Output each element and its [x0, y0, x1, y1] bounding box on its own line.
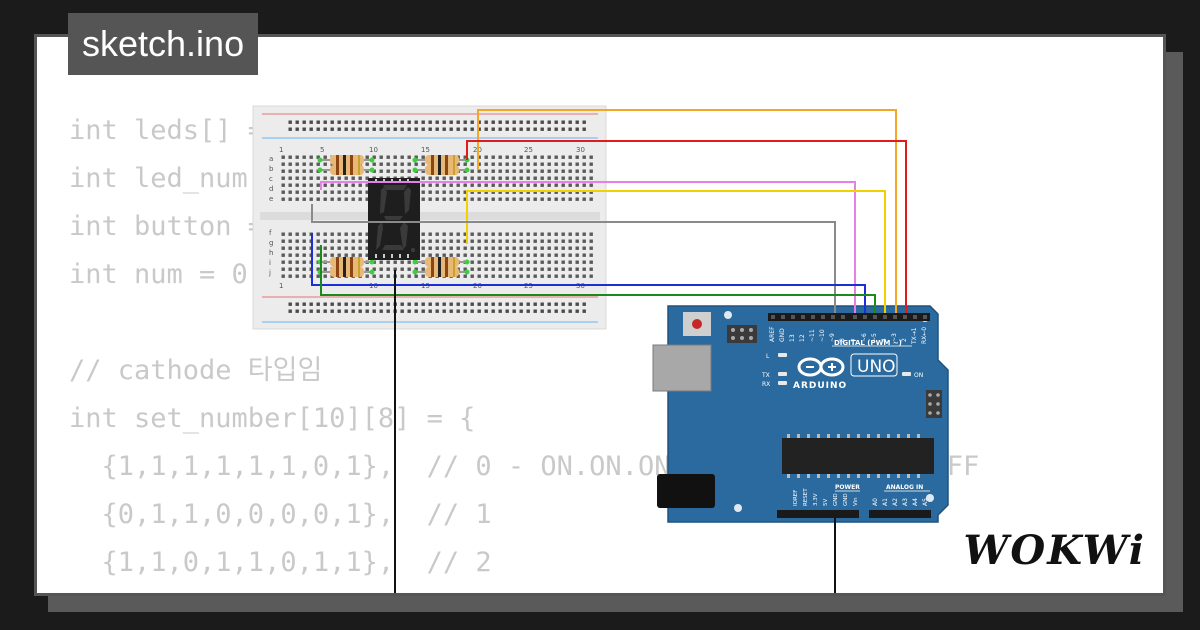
- column-label: 1: [279, 282, 283, 290]
- pin-label: 13: [789, 334, 796, 342]
- analog-pin-labels: A0 A1 A2 A3 A4 A5: [872, 498, 929, 506]
- breadboard: 1 5 10 15 20 25 30 1 10 15 20 25 30 a b …: [252, 105, 607, 330]
- code-line: int set_number[10][8] = {: [69, 403, 476, 434]
- pin-label: GND: [779, 328, 786, 342]
- digital-pin-labels: AREF GND 13 12 ~11 ~10 ~9 8 7 ~6 ~5 4 ~3…: [769, 326, 928, 345]
- column-label: 30: [576, 146, 585, 154]
- power-jack: [657, 474, 715, 508]
- resistor: [415, 155, 467, 165]
- wire-pink: [320, 181, 856, 313]
- resistors: [317, 155, 470, 277]
- power-pin-labels: IOREF RESET 3.3V 5V GND GND Vin: [793, 488, 859, 506]
- resistor: [415, 257, 467, 267]
- usb-port: [652, 344, 712, 392]
- pin-label: Vin: [853, 497, 859, 506]
- row-label: j: [268, 269, 271, 277]
- file-name-tab: sketch.ino: [68, 13, 259, 75]
- pin-label: 4: [881, 338, 888, 342]
- row-label: d: [269, 185, 273, 193]
- row-label: h: [269, 249, 273, 257]
- column-label: 10: [369, 146, 378, 154]
- row-label: i: [269, 259, 271, 267]
- pin-label: GND: [843, 493, 849, 506]
- row-label: e: [269, 195, 273, 203]
- resistor: [320, 165, 372, 175]
- power-label: POWER: [835, 484, 860, 491]
- pin-label: 12: [799, 334, 806, 342]
- pin-label: 8: [839, 338, 846, 342]
- wire-blue: [311, 233, 866, 313]
- led-l-label: L: [766, 353, 770, 360]
- wire-gray: [311, 204, 836, 313]
- analog-header: [869, 510, 931, 518]
- row-label: b: [269, 165, 274, 173]
- resistor: [320, 155, 372, 165]
- pin-label: A5: [922, 498, 929, 506]
- model-label: UNO: [857, 357, 896, 377]
- seven-segment-display: [368, 178, 420, 260]
- pin-label: A4: [912, 498, 919, 506]
- breadboard-row-labels: a b c d e f g h i j: [268, 155, 274, 277]
- power-header: [777, 510, 859, 518]
- row-label: g: [269, 239, 273, 247]
- pin-label: TX→1: [911, 327, 918, 345]
- pin-label: ~5: [871, 333, 878, 342]
- pin-label: A3: [902, 498, 909, 506]
- column-label: 5: [320, 146, 324, 154]
- arduino-uno-board: AREF GND 13 12 ~11 ~10 ~9 8 7 ~6 ~5 4 ~3…: [652, 305, 949, 523]
- microcontroller-chip: [782, 438, 934, 474]
- pin-label: 2: [901, 338, 908, 342]
- pin-label: ~11: [809, 329, 816, 342]
- analog-label: ANALOG IN: [886, 484, 923, 491]
- row-label: a: [269, 155, 273, 163]
- on-label: ON: [914, 372, 923, 379]
- column-label: 15: [421, 146, 430, 154]
- pin-label: ~6: [861, 333, 868, 342]
- pin-label: RX←0: [921, 327, 928, 344]
- pin-label: AREF: [769, 326, 776, 342]
- pin-label: A2: [892, 498, 899, 506]
- pin-label: RESET: [803, 488, 809, 506]
- wokwi-logo: WOKWi: [963, 527, 1146, 574]
- code-line: {0,1,1,0,0,0,0,1}, // 1: [69, 499, 492, 530]
- pin-label: ~9: [829, 333, 836, 342]
- wires: [311, 109, 907, 593]
- wire-green: [320, 245, 876, 313]
- resistor: [320, 257, 372, 267]
- resistor: [415, 165, 467, 175]
- pin-label: 3.3V: [813, 493, 819, 506]
- pin-label: ~10: [819, 329, 826, 342]
- column-label: 25: [524, 146, 533, 154]
- wire-red: [466, 140, 907, 313]
- led-tx-label: TX: [761, 372, 770, 379]
- digital-label: DIGITAL (PWM ~): [834, 339, 902, 347]
- pin-label: ~3: [891, 333, 898, 342]
- pin-label: IOREF: [793, 490, 799, 506]
- led-rx-label: RX: [762, 381, 770, 388]
- arduino-logo-icon: [797, 357, 845, 377]
- wire-yellow: [466, 190, 886, 313]
- pin-label: GND: [833, 493, 839, 506]
- resistor: [320, 267, 372, 277]
- code-line: // cathode 타입임: [69, 355, 323, 386]
- pin-label: A1: [882, 498, 889, 506]
- resistor: [415, 267, 467, 277]
- code-line: {1,1,0,1,1,0,1,1}, // 2: [69, 547, 492, 578]
- row-label: c: [269, 175, 273, 183]
- column-label: 1: [279, 146, 283, 154]
- brand-label: ARDUINO: [793, 381, 847, 391]
- pin-label: 7: [851, 338, 858, 342]
- row-label: f: [269, 229, 272, 237]
- pin-label: A0: [872, 498, 879, 506]
- digital-header: [768, 313, 930, 321]
- pin-label: 5V: [823, 499, 829, 506]
